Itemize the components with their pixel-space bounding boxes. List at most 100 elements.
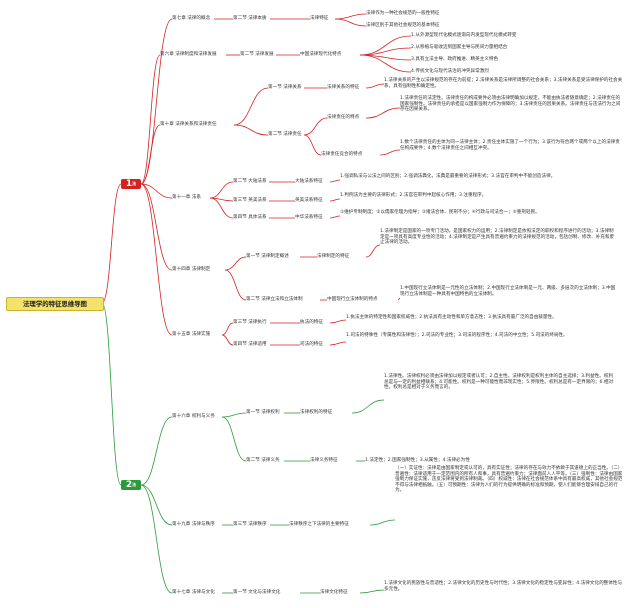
topic-node[interactable]: 法律制定的特征	[317, 254, 350, 259]
connector-line	[359, 589, 385, 594]
section-node[interactable]: 第二节 大陆法系	[233, 179, 267, 184]
section-node[interactable]: 第三节 英美法系	[233, 198, 267, 203]
leaf-node[interactable]: 1.司法的特殊性（专属性和法律性）；2.司法的专业性；3.司法的程序性；4.司法…	[346, 333, 568, 338]
section-node[interactable]: 第二节 法律本质	[233, 16, 267, 21]
leaf-node[interactable]: 法律作为一种社会规范的一般性特征	[366, 11, 440, 16]
leaf-node[interactable]: 1.从外源型现代化模式逐渐向内发型现代化模式转变	[411, 33, 517, 38]
section-node[interactable]: 第三节 法律执行	[233, 320, 267, 325]
chapter-node[interactable]: 第六章 法律制度和法律发展	[160, 52, 217, 57]
connector-line	[140, 183, 173, 336]
leaf-node[interactable]: 1.判例法为主要的法律形式；2.法官在审判中起核心作用；3.注重程序。	[340, 193, 487, 198]
leaf-node[interactable]: 法律区别于其他社会规范的基本特征	[366, 23, 440, 28]
badge-part-2: 2法	[121, 480, 141, 490]
topic-node[interactable]: 法律责任的特点	[327, 115, 360, 120]
connector-line	[351, 399, 385, 414]
topic-node[interactable]: 中国法律现代化特点	[300, 52, 342, 57]
topic-node[interactable]: 司法的特征	[300, 342, 323, 347]
connector-line	[329, 215, 341, 219]
leaf-node[interactable]: 1.中国现行立法体制是一元性的立法体制；2.中国现行立法体制是一元、两级、多层次…	[400, 286, 616, 297]
leaf-node[interactable]: 2.从移植与吸收迈到国家主导与民间力量相结合	[411, 45, 508, 50]
section-node[interactable]: 第二节 法律义务	[246, 458, 280, 463]
leaf-node[interactable]: （一）实证性：法律是由国家制定或认可的，具有实证性；法律的存在与效力不依赖于其道…	[395, 466, 623, 494]
section-node[interactable]: 第二节 法律责任	[268, 132, 302, 137]
connector-line	[140, 183, 173, 199]
section-node[interactable]: 第一节 法律关系	[268, 85, 302, 90]
badge-part-1: 1法	[121, 179, 141, 189]
leaf-node[interactable]: 1.法律制定是国家的一项专门活动，是国家权力的运用；2.法律制定是依照法定的职权…	[380, 229, 615, 246]
connector-line	[140, 18, 173, 185]
leaf-node[interactable]: 1.强调私法与公法之间的区别；2.强调法典化，法典是最重要的法律形式；3.法官在…	[340, 174, 556, 179]
connector-line	[140, 124, 161, 185]
connector-line	[209, 197, 234, 219]
leaf-node[interactable]: 1.法律文化的民族性与普适性；2.法律文化的历史性与时代性；3.法律文化的稳定性…	[384, 581, 623, 592]
chapter-node[interactable]: 第十七章 法律与文化	[172, 590, 215, 595]
chapter-node[interactable]: 第十五章 法律实施	[172, 332, 211, 337]
section-node[interactable]: 第一节 法律权利	[246, 410, 280, 415]
connector-line	[140, 484, 173, 594]
topic-node[interactable]: 法律责任竞合的特点	[321, 152, 363, 157]
leaf-node[interactable]: ①维护专制制度；②以儒家伦理为指导；③诸法合体、民刑不分；④行政与司法合一；⑤重…	[340, 210, 540, 215]
leaf-node[interactable]: 1.执法主体的特定性和国家权威性；2.执法具有主动性和单方意志性；3.执法具有最…	[346, 315, 557, 320]
chapter-node[interactable]: 第十一章 法系	[172, 195, 202, 200]
connector-line	[369, 519, 396, 526]
chapter-node[interactable]: 第七章 法律的概念	[172, 16, 211, 21]
connector-line	[359, 35, 412, 56]
connector-line	[221, 412, 247, 418]
chapter-node[interactable]: 第十四章 法律制定	[172, 267, 211, 272]
topic-node[interactable]: 法律特征	[310, 16, 329, 21]
connector-line	[397, 297, 401, 301]
section-node[interactable]: 第一节 文化与法律文化	[233, 590, 281, 595]
connector-line	[233, 124, 269, 136]
root-node[interactable]: 法理学的特征思维导图	[6, 297, 104, 311]
connector-line	[329, 341, 347, 346]
leaf-node[interactable]: 3.具有立法主导、政府推进、精英主义特色	[411, 57, 499, 62]
topic-node[interactable]: 执法的特征	[300, 320, 323, 325]
topic-node[interactable]: 法律文化特征	[320, 590, 348, 595]
connector-line	[329, 198, 341, 202]
section-node[interactable]: 第二节 法律立法和立法体制	[246, 297, 303, 302]
topic-node[interactable]: 中华法系特征	[295, 215, 323, 220]
badge-label: 2	[125, 480, 133, 490]
leaf-node[interactable]: 1.法定性；2.国家强制性；3.从属性；4.法律必为性	[365, 458, 470, 463]
connector-line	[334, 13, 367, 20]
connector-line	[101, 302, 122, 486]
leaf-node[interactable]: 1.法律责任的法定性。法律责任的构成要件必须由法律明确加以规定，不能由执法者随意…	[400, 96, 621, 113]
connector-line	[303, 117, 328, 136]
connector-line	[221, 334, 234, 346]
topic-node[interactable]: 大陆法系特征	[295, 179, 323, 184]
connector-line	[365, 244, 381, 258]
section-node[interactable]: 第二节 法律发展	[240, 52, 274, 57]
connector-line	[140, 416, 173, 486]
badge-sub: 法	[132, 482, 137, 487]
connector-line	[329, 319, 347, 324]
topic-node[interactable]: 法律义务特征	[310, 458, 338, 463]
leaf-node[interactable]: 1.数个法律责任的主体为同一法律主体；2.责任主体实施了一个行为；3.该行为符合…	[400, 140, 620, 151]
connector-line	[329, 179, 341, 183]
badge-sub: 法	[132, 181, 137, 186]
connector-line	[365, 83, 385, 89]
chapter-node[interactable]: 第十六章 权利与义务	[172, 414, 215, 419]
connector-line	[224, 256, 247, 271]
topic-node[interactable]: 英美法系特征	[295, 198, 323, 203]
section-node[interactable]: 第三节 法律秩序	[233, 522, 267, 527]
chapter-node[interactable]: 第十章 法律关系和法律责任	[160, 122, 217, 127]
connector-line	[101, 183, 122, 304]
leaf-node[interactable]: 1.法律性。法律权利必须由法律加以规定或者认可；2.自主性。法律权利是权利主体的…	[384, 374, 614, 391]
leaf-node[interactable]: 1.法律关系的产生以法律规范的存在为前提；2.法律关系是法律所调整的社会关系；3…	[384, 78, 623, 89]
topic-node[interactable]: 法律权利的特征	[300, 410, 333, 415]
topic-node[interactable]: 中国现行立法体制的特点	[327, 297, 378, 302]
section-node[interactable]: 第一节 法律制定概述	[246, 254, 289, 259]
connector-line	[334, 18, 367, 27]
topic-node[interactable]: 法律秩序之下法律的主要特征	[289, 522, 349, 527]
connector-line	[140, 54, 161, 185]
chapter-node[interactable]: 第十九章 法律与秩序	[172, 522, 215, 527]
section-node[interactable]: 第四节 法律适用	[233, 342, 267, 347]
leaf-node[interactable]: 4.传统文化与现代法治的冲突异常激烈	[411, 69, 489, 74]
badge-label: 1	[125, 179, 133, 189]
connector-line	[221, 416, 247, 462]
topic-node[interactable]: 法律关系的特征	[327, 85, 360, 90]
connector-line	[209, 181, 234, 199]
section-node[interactable]: 第四节 具体法系	[233, 215, 267, 220]
